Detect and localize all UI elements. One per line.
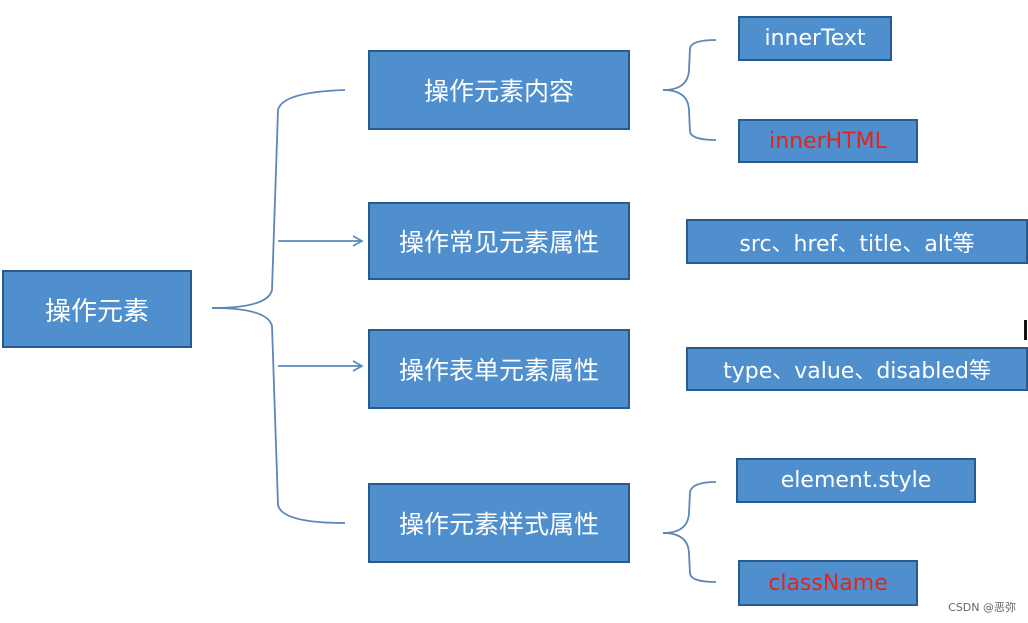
- branch-node-common-attrs: 操作常见元素属性: [368, 202, 630, 280]
- leaf-label: src、href、title、alt等: [739, 231, 975, 257]
- root-brace: [211, 89, 346, 309]
- style-brace: [662, 481, 717, 534]
- branch-node-content: 操作元素内容: [368, 50, 630, 130]
- root-node: 操作元素: [2, 270, 192, 348]
- leaf-node-innerhtml: innerHTML: [738, 119, 918, 163]
- branch-node-form-attrs: 操作表单元素属性: [368, 329, 630, 409]
- content-brace: [662, 39, 717, 91]
- leaf-node-common-attrs: src、href、title、alt等: [686, 219, 1028, 264]
- branch-label: 操作元素样式属性: [398, 510, 599, 539]
- leaf-label: type、value、disabled等: [723, 359, 991, 384]
- leaf-label: innerText: [764, 26, 866, 51]
- content-brace-lower: [662, 89, 717, 141]
- root-brace-lower: [211, 307, 346, 524]
- leaf-node-classname: className: [738, 560, 918, 606]
- watermark: CSDN @恶弥: [948, 601, 1016, 614]
- branch-label: 操作元素内容: [423, 77, 574, 106]
- leaf-node-innertext: innerText: [738, 16, 892, 61]
- leaf-label-highlight: className: [768, 570, 888, 596]
- edge-marker: [1024, 320, 1027, 340]
- branch-label: 操作常见元素属性: [398, 228, 599, 257]
- leaf-label: element.style: [780, 468, 932, 493]
- root-label: 操作元素: [44, 296, 149, 327]
- leaf-label-highlight: innerHTML: [769, 128, 887, 154]
- leaf-node-form-attrs: type、value、disabled等: [686, 347, 1028, 391]
- style-brace-lower: [662, 532, 717, 583]
- leaf-node-element-style: element.style: [736, 458, 976, 503]
- branch-label: 操作表单元素属性: [398, 356, 599, 385]
- branch-node-style-attrs: 操作元素样式属性: [368, 483, 630, 563]
